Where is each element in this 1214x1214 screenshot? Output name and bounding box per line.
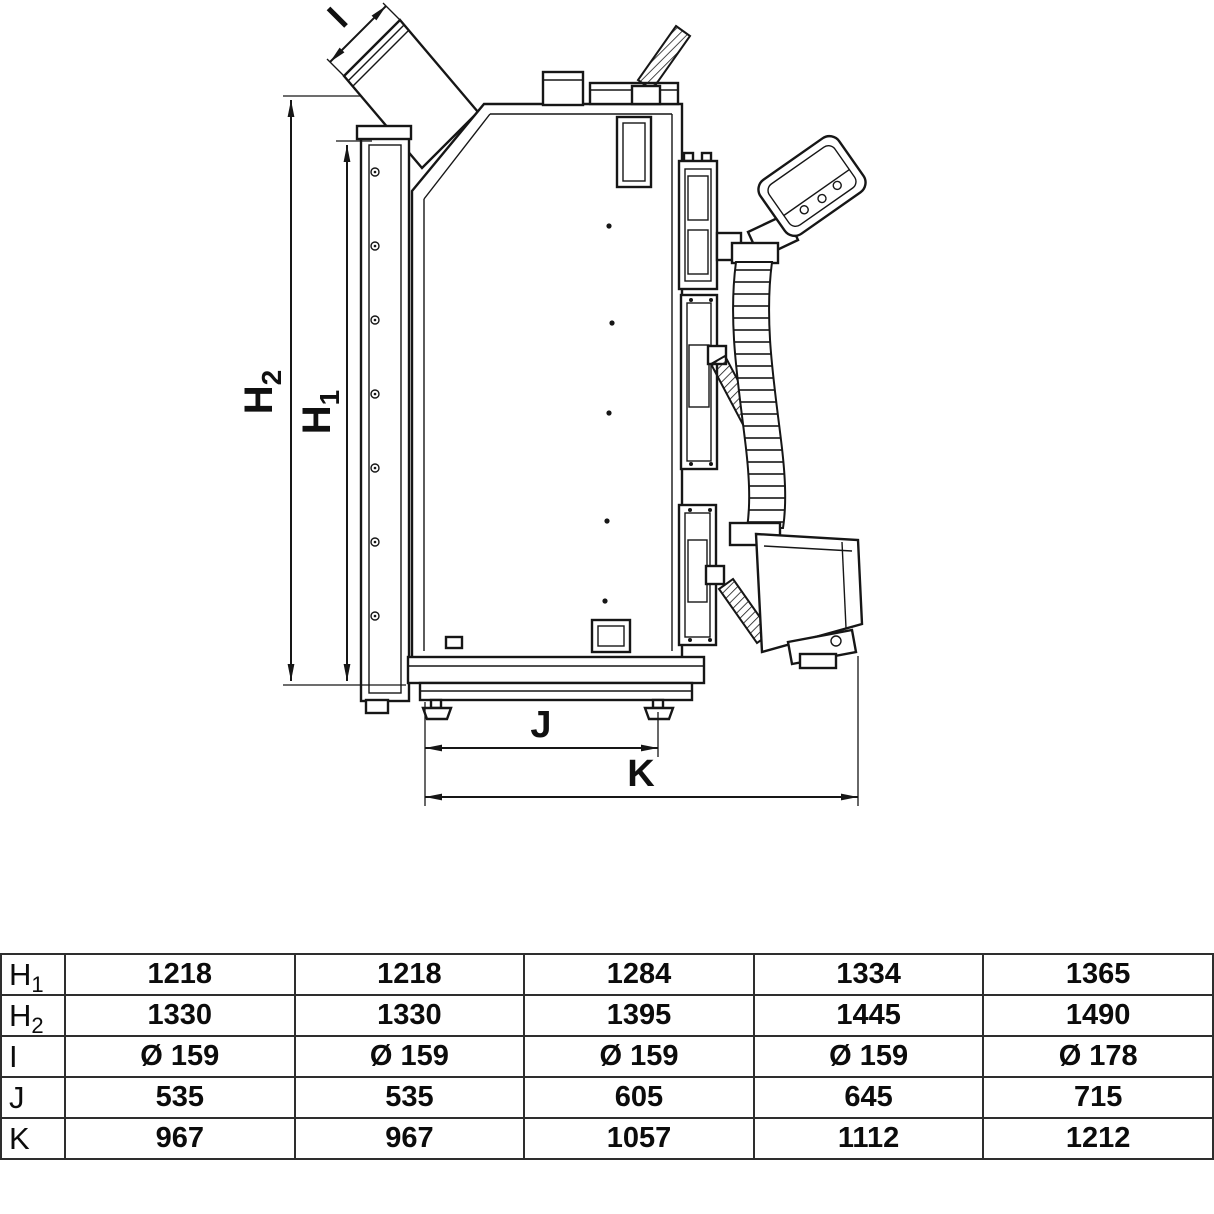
dimension-value: 1112	[752, 1117, 985, 1160]
dimension-value: 1284	[523, 953, 755, 996]
dimension-row-label: H1	[0, 953, 66, 996]
base-frame	[406, 655, 706, 721]
lower-cleaning-handle	[704, 564, 773, 645]
dimension-value: 1490	[982, 994, 1214, 1037]
dimension-value: 1395	[523, 994, 755, 1037]
dimension-value: 1330	[64, 994, 296, 1037]
dimension-row-label: K	[0, 1117, 66, 1160]
dimension-value: 645	[752, 1076, 985, 1119]
dimension-value: 1057	[523, 1117, 755, 1160]
rear-cleaning-lever	[630, 24, 692, 106]
boiler-dimension-drawing: I H2 H1 J K	[237, 0, 867, 806]
dimension-k: K	[425, 656, 859, 806]
dimension-value: 1218	[64, 953, 296, 996]
dimension-value: Ø 159	[64, 1035, 296, 1078]
dimension-value: 535	[293, 1076, 526, 1119]
side-panel	[355, 124, 413, 715]
upper-cleaning-cover	[677, 151, 743, 291]
dimension-row-label: I	[0, 1035, 66, 1078]
boiler-body	[410, 102, 684, 661]
dimension-h2: H2	[237, 95, 406, 686]
dimension-value: 1445	[752, 994, 985, 1037]
dimension-value: Ø 159	[523, 1035, 755, 1078]
dimension-value: 535	[64, 1076, 296, 1119]
dimension-j-label: J	[530, 704, 551, 746]
dimension-value: Ø 159	[752, 1035, 985, 1078]
dimension-value: Ø 178	[982, 1035, 1214, 1078]
dimension-h1: H1	[295, 140, 372, 681]
middle-cleaning-cover	[679, 293, 719, 471]
dimension-value: 967	[293, 1117, 526, 1160]
dimension-j: J	[424, 702, 659, 806]
dimension-value: 605	[523, 1076, 755, 1119]
burner-unit	[754, 532, 864, 670]
dimension-value: Ø 159	[293, 1035, 526, 1078]
dimension-value: 715	[982, 1076, 1214, 1119]
dimension-h2-label: H2	[237, 370, 287, 414]
dimension-row-label: J	[0, 1076, 66, 1119]
dimension-value: 1330	[293, 994, 526, 1037]
flue-outlet	[541, 70, 585, 107]
burner-feed-hose	[728, 241, 787, 547]
dimension-h1-label: H1	[295, 390, 345, 434]
dimension-value: 1218	[293, 953, 526, 996]
dimension-value: 967	[64, 1117, 296, 1160]
dimension-value: 1334	[752, 953, 985, 996]
dimension-k-label: K	[627, 753, 655, 795]
control-unit	[746, 134, 867, 260]
dimension-value: 1212	[982, 1117, 1214, 1160]
dimension-i-label: I	[319, 0, 355, 35]
dimension-row-label: H2	[0, 994, 66, 1037]
dimension-value: 1365	[982, 953, 1214, 996]
